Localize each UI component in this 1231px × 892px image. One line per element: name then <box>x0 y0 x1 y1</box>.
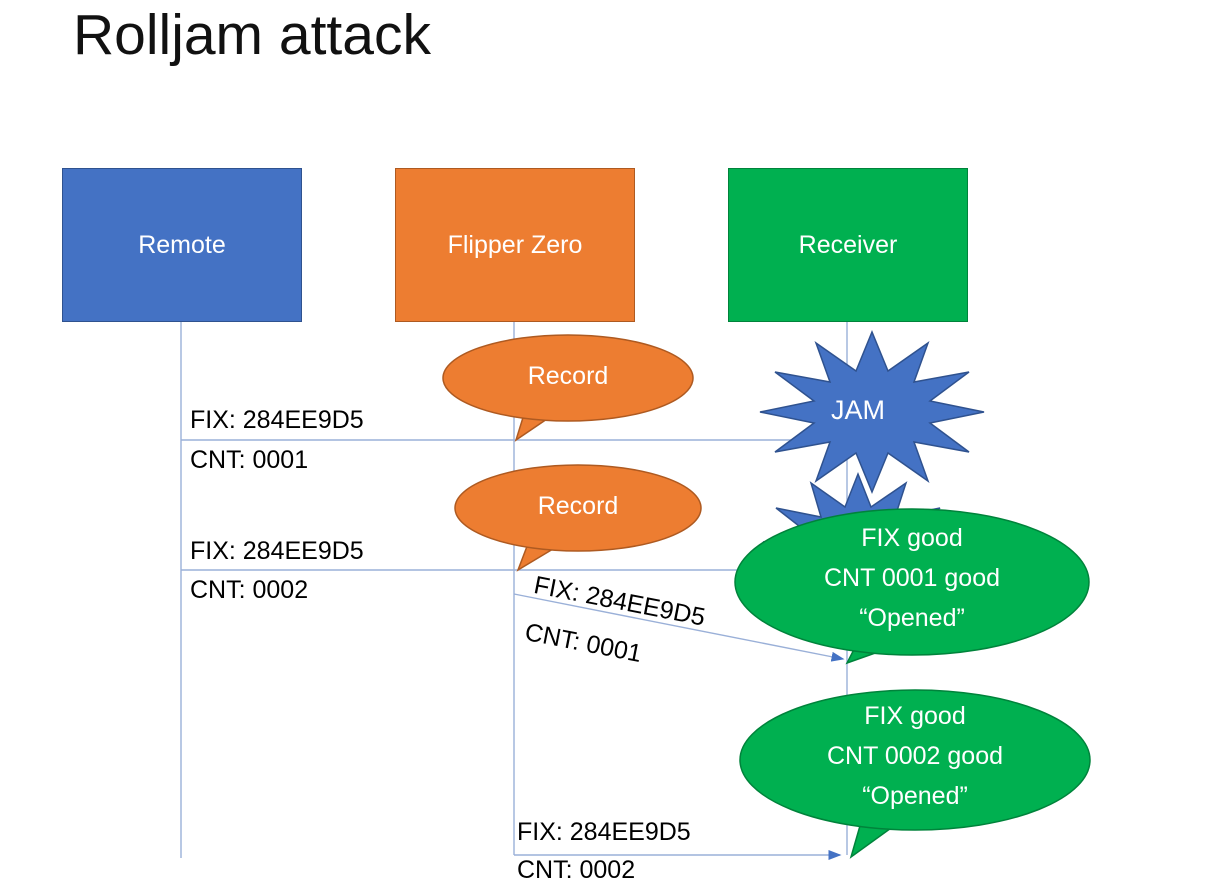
record-callout-1-label: Record <box>527 362 609 390</box>
jam-starburst-icon <box>759 330 985 494</box>
record-callout-2-bubble <box>454 464 702 552</box>
receiver-callout-2-line-3: “Opened” <box>862 782 968 810</box>
receiver-callout-2-line-1: FIX good <box>864 702 966 730</box>
actor-flipper-zero: Flipper Zero <box>395 168 635 322</box>
message-line-3 <box>513 593 845 662</box>
jam-label: JAM <box>831 395 885 425</box>
receiver-callout-1-label: FIX good CNT 0001 good “Opened” <box>762 518 1062 638</box>
actor-receiver: Receiver <box>728 168 968 322</box>
message-4-cnt-label: CNT: 0002 <box>517 856 636 884</box>
receiver-callout-1-line-1: FIX good <box>861 524 963 552</box>
actor-receiver-label: Receiver <box>798 230 898 259</box>
actor-flipper-zero-label: Flipper Zero <box>447 230 583 259</box>
message-2-cnt-label: CNT: 0002 <box>190 576 309 604</box>
actor-remote-label: Remote <box>138 230 226 259</box>
receiver-callout-2-label: FIX good CNT 0002 good “Opened” <box>765 696 1065 816</box>
receiver-callout-1-bubble <box>734 508 1090 656</box>
message-1-fix-label: FIX: 284EE9D5 <box>190 406 364 434</box>
message-4-fix-label: FIX: 284EE9D5 <box>517 818 691 846</box>
page-title: Rolljam attack <box>73 3 431 67</box>
record-callout-1-bubble <box>442 334 694 422</box>
actor-remote: Remote <box>62 168 302 322</box>
receiver-callout-2-line-2: CNT 0002 good <box>826 742 1004 770</box>
message-2-fix-label: FIX: 284EE9D5 <box>190 537 364 565</box>
record-callout-2-label: Record <box>537 492 619 520</box>
receiver-callout-2-bubble <box>739 689 1091 831</box>
receiver-callout-1-line-3: “Opened” <box>859 604 965 632</box>
receiver-callout-1-line-2: CNT 0001 good <box>823 564 1001 592</box>
message-1-cnt-label: CNT: 0001 <box>190 446 309 474</box>
